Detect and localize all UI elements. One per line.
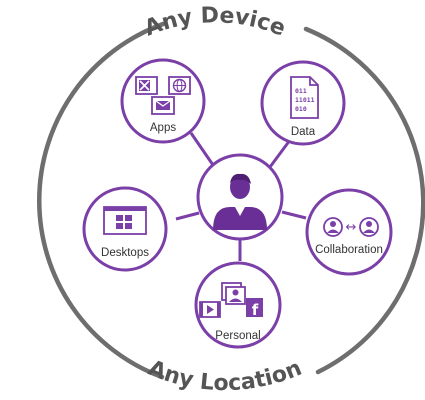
personal-label: Personal — [215, 330, 260, 342]
binary-line-3: 010 — [295, 105, 307, 113]
personal-media-icon: f — [199, 282, 263, 319]
users-exchange-icon: ↔ — [323, 217, 379, 237]
personal-node[interactable]: f Personal — [194, 261, 282, 349]
binary-line-1: 011 — [295, 87, 307, 95]
desktops-label: Desktops — [101, 247, 149, 259]
facebook-icon: f — [252, 301, 259, 319]
desktops-node[interactable]: Desktops — [82, 186, 168, 272]
desktop-window-icon — [103, 206, 147, 235]
apps-node[interactable]: Apps — [120, 58, 206, 144]
apps-label: Apps — [150, 122, 176, 134]
any-location-label: Any Location — [145, 356, 306, 396]
any-device-label: Any Device — [141, 3, 289, 41]
binary-line-2: 11011 — [295, 96, 315, 104]
center-user-node — [196, 153, 284, 241]
data-label: Data — [291, 126, 316, 138]
outer-ring — [37, 21, 425, 380]
data-node[interactable]: 011 11011 010 Data — [260, 60, 346, 146]
apps-icon — [135, 76, 191, 115]
collaboration-node[interactable]: ↔ Collaboration — [305, 188, 393, 276]
exchange-arrow-icon: ↔ — [346, 220, 357, 235]
collaboration-label: Collaboration — [315, 244, 383, 256]
binary-document-icon: 011 11011 010 — [290, 76, 319, 119]
user-silhouette-icon — [213, 173, 267, 230]
